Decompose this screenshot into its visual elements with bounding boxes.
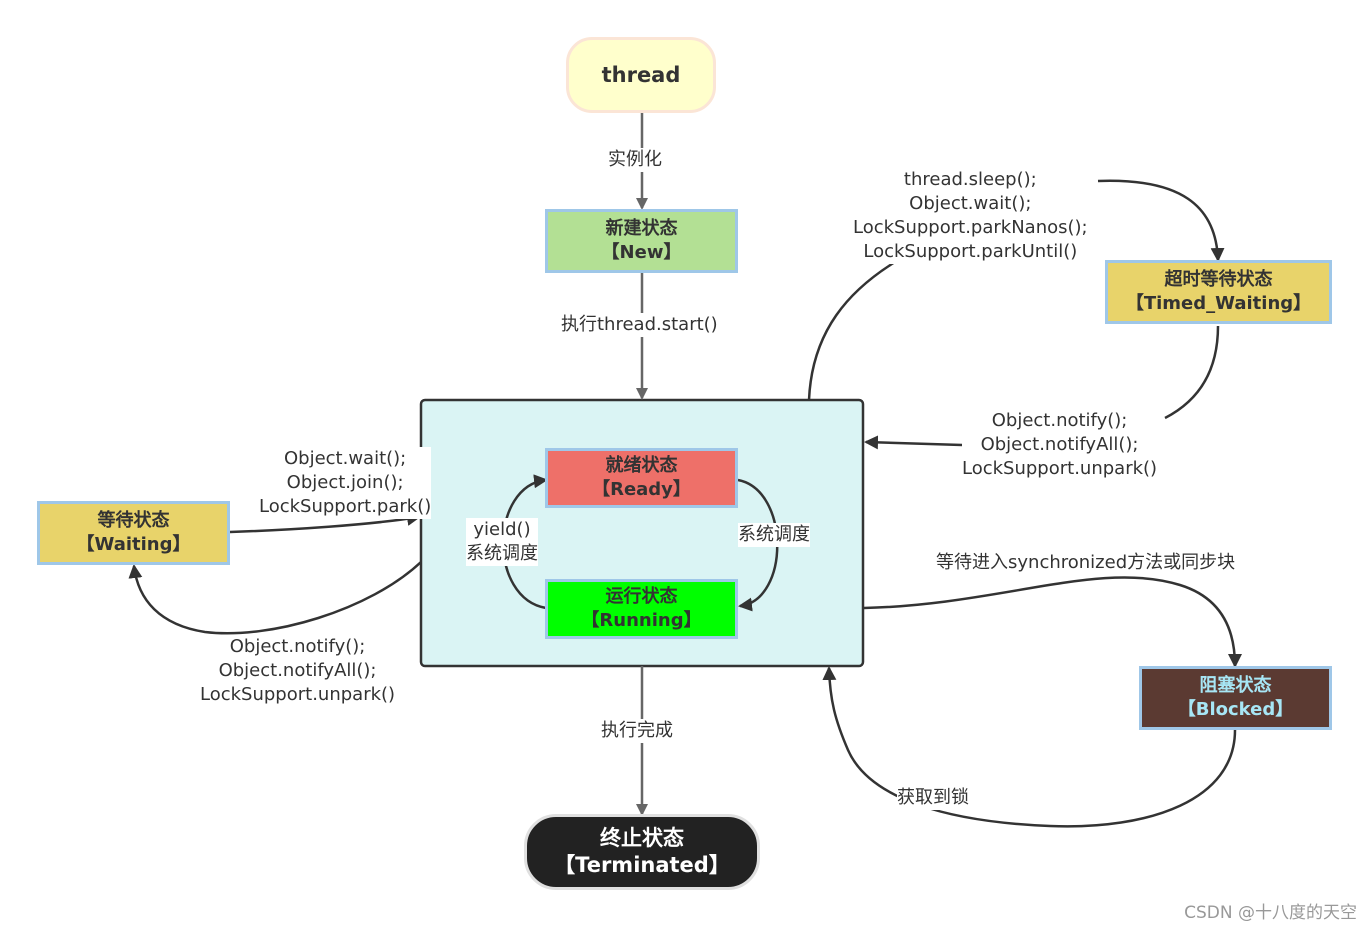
node-terminated-title: 终止状态: [600, 826, 684, 850]
node-thread-title: thread: [601, 63, 681, 87]
label-from-blocked: 获取到锁: [897, 786, 969, 810]
edge-from-timed-waiting-b: [864, 435, 963, 450]
node-waiting: 等待状态 【Waiting】: [37, 501, 230, 565]
watermark: CSDN @十八度的天空: [1184, 903, 1357, 923]
edge-from-timed-waiting-a: [1164, 325, 1220, 420]
edge-to-timed-waiting-b: [1097, 179, 1225, 262]
node-running-sub: 【Running】: [581, 610, 702, 631]
label-running-to-ready: yield() 系统调度: [466, 518, 538, 566]
node-terminated: 终止状态 【Terminated】: [524, 814, 760, 890]
label-to-blocked: 等待进入synchronized方法或同步块: [936, 551, 1236, 575]
node-timed-waiting-sub: 【Timed_Waiting】: [1125, 293, 1312, 314]
node-waiting-sub: 【Waiting】: [76, 534, 191, 555]
label-ready-to-running: 系统调度: [738, 523, 810, 547]
node-running-title: 运行状态: [605, 586, 678, 607]
node-blocked-sub: 【Blocked】: [1177, 699, 1294, 720]
label-to-timed-waiting: thread.sleep(); Object.wait(); LockSuppo…: [853, 168, 1088, 264]
node-ready: 就绪状态 【Ready】: [545, 448, 738, 508]
node-running: 运行状态 【Running】: [545, 579, 738, 639]
edge-from-waiting: [128, 561, 422, 635]
node-new-sub: 【New】: [601, 242, 682, 263]
node-blocked-title: 阻塞状态: [1199, 675, 1272, 696]
node-waiting-title: 等待状态: [97, 510, 170, 531]
label-to-waiting: Object.wait(); Object.join(); LockSuppor…: [259, 447, 432, 519]
node-timed-waiting: 超时等待状态 【Timed_Waiting】: [1105, 260, 1332, 324]
node-ready-title: 就绪状态: [605, 455, 678, 476]
node-timed-waiting-title: 超时等待状态: [1164, 269, 1273, 290]
node-new-title: 新建状态: [605, 218, 678, 239]
label-instantiate: 实例化: [608, 148, 662, 172]
label-finish: 执行完成: [601, 719, 673, 743]
edge-to-blocked: [863, 576, 1242, 668]
node-terminated-sub: 【Terminated】: [554, 853, 730, 877]
node-blocked: 阻塞状态 【Blocked】: [1139, 666, 1332, 730]
edge-to-waiting: [229, 512, 421, 534]
node-ready-sub: 【Ready】: [592, 479, 691, 500]
node-thread: thread: [566, 37, 716, 113]
node-new: 新建状态 【New】: [545, 209, 738, 273]
label-start: 执行thread.start(): [561, 313, 718, 337]
label-from-waiting: Object.notify(); Object.notifyAll(); Loc…: [200, 635, 396, 707]
edge-from-blocked: [822, 666, 1237, 828]
label-from-timed-waiting: Object.notify(); Object.notifyAll(); Loc…: [962, 409, 1158, 481]
edge-to-timed-waiting-a: [807, 260, 896, 401]
